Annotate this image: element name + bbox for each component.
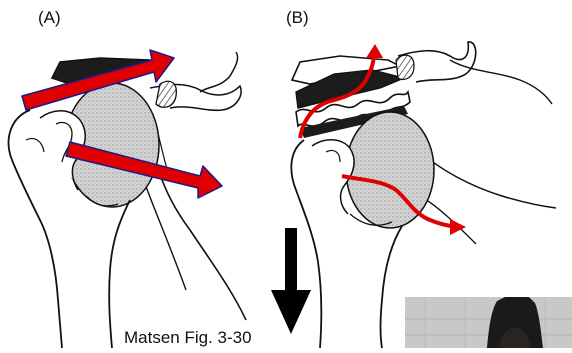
down-arrow-icon <box>271 228 311 334</box>
panel-b-scapula <box>418 150 556 208</box>
panel-b-upper-arrow-head <box>366 44 383 58</box>
panel-b-label: (B) <box>286 8 309 28</box>
panel-a-label: (A) <box>38 8 61 28</box>
figure-caption: Matsen Fig. 3-30 <box>124 328 252 348</box>
patient-neck-photo <box>405 297 572 348</box>
panel-a-scapula <box>148 110 246 320</box>
panel-b-humeral-head <box>346 112 434 228</box>
